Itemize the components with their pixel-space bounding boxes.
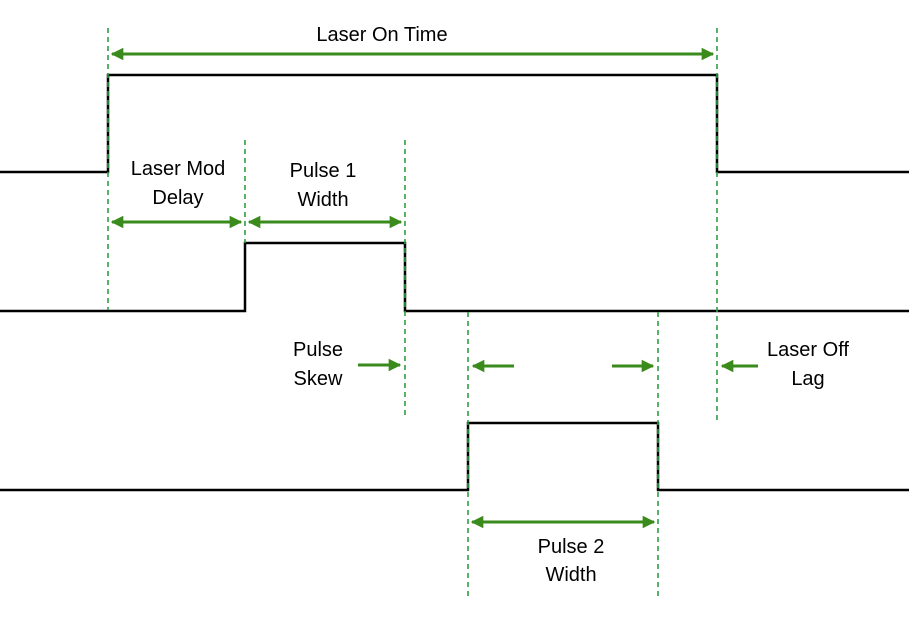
pulse-skew-label-line1: Pulse xyxy=(293,339,343,361)
laser-on-time-label: Laser On Time xyxy=(316,24,447,46)
laser-off-lag-label-line2: Lag xyxy=(791,368,824,390)
laser-mod-delay-label-line1: Laser Mod xyxy=(131,158,226,180)
laser-on-signal xyxy=(0,73,909,174)
laser-off-lag-label-line1: Laser Off xyxy=(767,339,849,361)
pulse1-width-label-line2: Width xyxy=(297,189,348,211)
pulse2-signal xyxy=(0,421,909,492)
laser-mod-delay-label-line2: Delay xyxy=(152,187,203,209)
pulse2-width-label-line2: Width xyxy=(545,564,596,586)
pulse2-width-label-line1: Pulse 2 xyxy=(538,536,605,558)
pulse1-width-label-line1: Pulse 1 xyxy=(290,160,357,182)
pulse1-signal xyxy=(0,241,909,313)
pulse-skew-label-line2: Skew xyxy=(294,368,343,390)
